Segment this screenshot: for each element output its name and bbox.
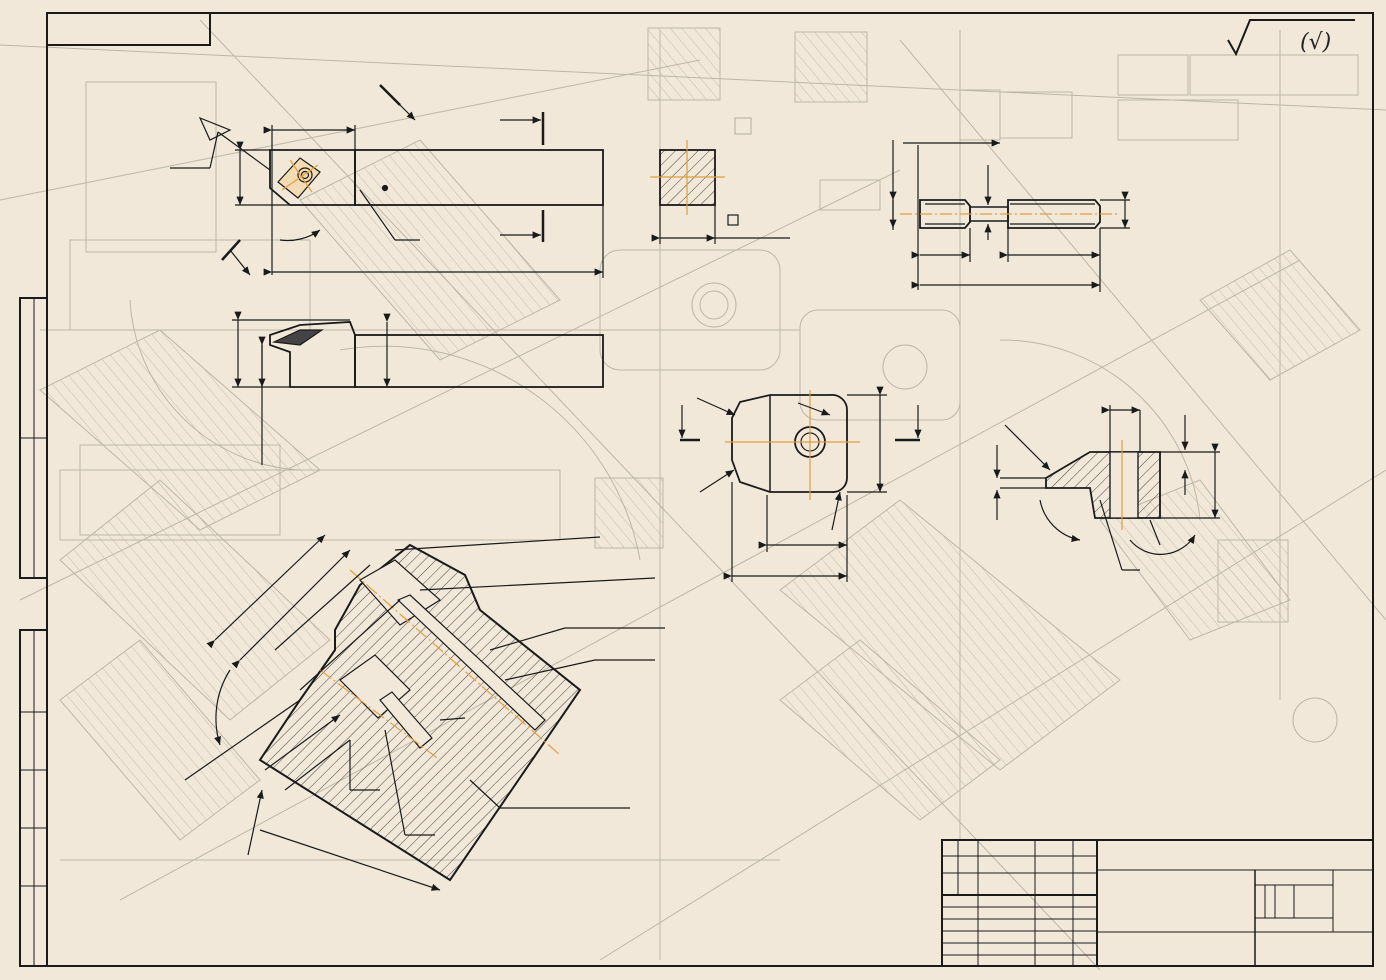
assembly-section-view <box>184 534 665 891</box>
sheet-frame <box>19 12 1374 967</box>
title-block <box>941 839 1374 967</box>
tool-holder-side-view <box>232 311 604 465</box>
clamp-side-section <box>993 405 1220 571</box>
surface-roughness-icon <box>1227 19 1355 57</box>
clamp-plate-view <box>678 386 922 582</box>
tool-holder-top-view <box>170 84 604 278</box>
roughness-parenthesis-check: (√) <box>1300 30 1332 55</box>
shank-cross-section <box>650 117 790 244</box>
clamping-screw-view <box>889 139 1130 292</box>
background-ghost-drawings <box>0 19 1386 971</box>
